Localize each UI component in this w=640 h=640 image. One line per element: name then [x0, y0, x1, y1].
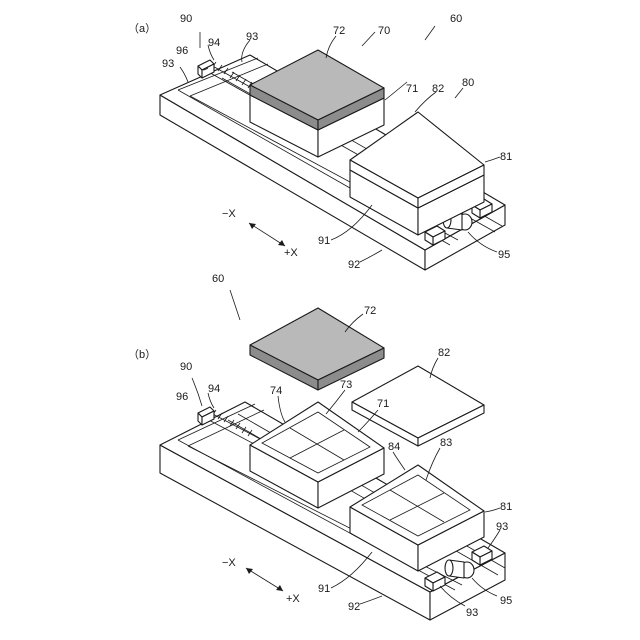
ref-60-a: 60 [450, 13, 462, 25]
minus-x-label-b: −X [222, 557, 236, 569]
ref-71-b: 71 [377, 398, 389, 410]
axis-indicator-b: −X +X [222, 557, 300, 605]
ref-72-a: 72 [333, 25, 345, 37]
ref-94-a: 94 [208, 37, 220, 49]
axis-indicator-a: −X +X [222, 208, 298, 259]
ref-92-a: 92 [348, 259, 360, 271]
ref-92-b: 92 [348, 601, 360, 613]
ref-73-b: 73 [340, 379, 352, 391]
minus-x-label-a: −X [222, 208, 236, 220]
ref-95-a: 95 [498, 249, 510, 261]
motor-95-b [445, 560, 474, 578]
ref-90-a: 90 [180, 13, 192, 25]
ref-96-b: 96 [176, 391, 188, 403]
ref-82-b: 82 [438, 347, 450, 359]
ref-91-a: 91 [318, 235, 330, 247]
panel-b-label: （b） [128, 348, 156, 361]
ref-70: 70 [378, 25, 390, 37]
panel-b: （b） [128, 273, 512, 620]
ref-93a-a: 93 [246, 31, 258, 43]
ref-91-b: 91 [318, 583, 330, 595]
plus-x-label-a: +X [284, 247, 298, 259]
ref-96-a: 96 [176, 45, 188, 57]
ref-72-b: 72 [364, 305, 376, 317]
plate-82-lifted [352, 366, 484, 446]
panel-a-label: （a） [128, 22, 156, 35]
ref-80: 80 [462, 77, 474, 89]
plus-x-label-b: +X [286, 593, 300, 605]
panel-a: （a） [128, 13, 512, 271]
ref-81-a: 81 [500, 151, 512, 163]
ref-82-a: 82 [432, 83, 444, 95]
ref-93b-b: 93 [466, 607, 478, 619]
ref-81-b: 81 [500, 501, 512, 513]
ref-60-b: 60 [212, 273, 224, 285]
ref-71-a: 71 [406, 83, 418, 95]
ref-94-b: 94 [208, 383, 220, 395]
ref-90-b: 90 [180, 361, 192, 373]
ref-84-b: 84 [388, 441, 400, 453]
ref-93a-b: 93 [496, 521, 508, 533]
plate-72-lifted [250, 308, 384, 390]
ref-83-b: 83 [440, 437, 452, 449]
ref-93b-a: 93 [162, 58, 174, 70]
ref-74-b: 74 [270, 385, 282, 397]
ref-95-b: 95 [500, 595, 512, 607]
